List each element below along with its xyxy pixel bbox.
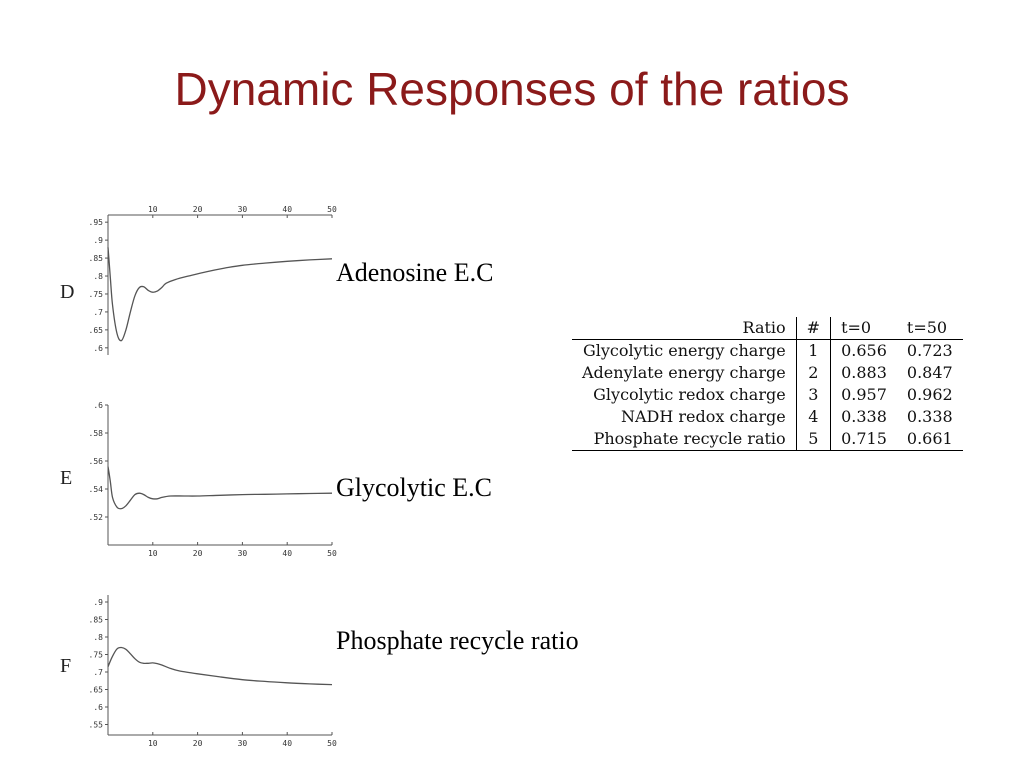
panel-letter: E bbox=[60, 467, 73, 489]
cell-ratio: NADH redox charge bbox=[572, 406, 797, 428]
y-tick-label: .95 bbox=[89, 218, 104, 227]
cell-number: 3 bbox=[796, 384, 832, 406]
y-tick-label: .65 bbox=[89, 686, 104, 695]
y-tick-label: .7 bbox=[93, 308, 103, 317]
x-tick-label: 10 bbox=[148, 205, 158, 214]
chart-d-plot: .6 .65 .7 .75 .8 .85 .9 .95 10 20 30 40 50 bbox=[89, 205, 337, 355]
cell-number: 4 bbox=[796, 406, 832, 428]
header-t0: t=0 bbox=[830, 317, 897, 340]
x-tick-label: 40 bbox=[282, 205, 292, 214]
chart-panel-d: D .6 .65 .7 .75 .8 .85 .9 .95 10 20 30 40 50 bbox=[60, 205, 350, 365]
y-tick-label: .6 bbox=[93, 401, 103, 410]
y-tick-label: .85 bbox=[89, 254, 104, 263]
x-tick-label: 30 bbox=[238, 549, 248, 558]
series-line bbox=[107, 466, 333, 510]
slide-title: Dynamic Responses of the ratios bbox=[174, 63, 850, 115]
table-row: Adenylate energy charge 2 0.883 0.847 bbox=[572, 362, 963, 384]
cell-number: 1 bbox=[796, 339, 832, 362]
table-row: Glycolytic energy charge 1 0.656 0.723 bbox=[572, 339, 963, 362]
cell-t0: 0.656 bbox=[841, 341, 887, 360]
cell-t0: 0.338 bbox=[841, 407, 887, 426]
header-ratio: Ratio bbox=[572, 317, 797, 340]
series-line bbox=[107, 646, 333, 686]
y-tick-label: .8 bbox=[93, 633, 103, 642]
header-number: # bbox=[796, 317, 832, 340]
cell-ratio: Glycolytic energy charge bbox=[572, 339, 797, 362]
cell-t50: 0.338 bbox=[906, 407, 953, 426]
x-tick-label: 50 bbox=[327, 739, 337, 748]
y-tick-label: .75 bbox=[89, 290, 104, 299]
y-tick-label: .54 bbox=[89, 485, 104, 494]
cell-ratio: Glycolytic redox charge bbox=[572, 384, 797, 406]
cell-t50: 0.723 bbox=[906, 341, 953, 360]
chart-f-plot: .55 .6 .65 .7 .75 .8 .85 .9 10 20 30 40 50 bbox=[89, 595, 337, 748]
y-tick-label: .55 bbox=[89, 721, 104, 730]
panel-letter: F bbox=[60, 655, 72, 677]
cell-t0: 0.883 bbox=[841, 363, 887, 382]
cell-t50: 0.661 bbox=[896, 428, 963, 451]
x-tick-label: 30 bbox=[238, 205, 248, 214]
y-tick-label: .85 bbox=[89, 616, 104, 625]
x-tick-label: 20 bbox=[193, 549, 203, 558]
table-row: Glycolytic redox charge 3 0.957 0.962 bbox=[572, 384, 963, 406]
x-tick-label: 50 bbox=[327, 549, 337, 558]
chart-panel-f: F .55 .6 .65 .7 .75 .8 .85 .9 10 20 30 40 50 bbox=[60, 585, 350, 748]
cell-number: 5 bbox=[796, 428, 832, 451]
chart-e-label: Glycolytic E.C bbox=[336, 473, 492, 502]
y-tick-label: .58 bbox=[89, 429, 104, 438]
y-tick-label: .9 bbox=[93, 236, 103, 245]
cell-t0: 0.715 bbox=[830, 428, 897, 451]
x-tick-label: 40 bbox=[282, 549, 292, 558]
chart-f-label: Phosphate recycle ratio bbox=[336, 626, 579, 655]
x-tick-label: 30 bbox=[238, 739, 248, 748]
table-row: NADH redox charge 4 0.338 0.338 bbox=[572, 406, 963, 428]
y-tick-label: .52 bbox=[89, 513, 104, 522]
table-header-row: Ratio # t=0 t=50 bbox=[572, 317, 963, 340]
y-tick-label: .7 bbox=[93, 668, 103, 677]
chart-e-plot: .52 .54 .56 .58 .6 10 20 30 40 50 bbox=[89, 401, 337, 558]
series-line bbox=[107, 247, 333, 342]
cell-t50: 0.847 bbox=[906, 363, 953, 382]
y-tick-label: .65 bbox=[89, 326, 104, 335]
x-tick-label: 20 bbox=[193, 205, 203, 214]
x-tick-label: 10 bbox=[148, 549, 158, 558]
chart-panel-e: E .52 .54 .56 .58 .6 10 20 30 40 50 bbox=[60, 395, 350, 558]
x-tick-label: 50 bbox=[327, 205, 337, 214]
ratio-table: Ratio # t=0 t=50 Glycolytic energy charg… bbox=[572, 317, 963, 451]
panel-letter: D bbox=[60, 281, 75, 303]
y-tick-label: .9 bbox=[93, 598, 103, 607]
x-tick-label: 40 bbox=[282, 739, 292, 748]
chart-d-label: Adenosine E.C bbox=[336, 258, 494, 287]
y-tick-label: .6 bbox=[93, 703, 103, 712]
cell-t0: 0.957 bbox=[841, 385, 887, 404]
x-tick-label: 20 bbox=[193, 739, 203, 748]
header-t50: t=50 bbox=[896, 317, 963, 340]
y-tick-label: .56 bbox=[89, 457, 104, 466]
table-row: Phosphate recycle ratio 5 0.715 0.661 bbox=[572, 428, 963, 451]
cell-number: 2 bbox=[796, 362, 832, 384]
y-tick-label: .75 bbox=[89, 651, 104, 660]
y-tick-label: .8 bbox=[93, 272, 103, 281]
cell-ratio: Adenylate energy charge bbox=[572, 362, 797, 384]
x-tick-label: 10 bbox=[148, 739, 158, 748]
cell-t50: 0.962 bbox=[906, 385, 953, 404]
cell-ratio: Phosphate recycle ratio bbox=[572, 428, 797, 451]
y-tick-label: .6 bbox=[93, 344, 103, 353]
